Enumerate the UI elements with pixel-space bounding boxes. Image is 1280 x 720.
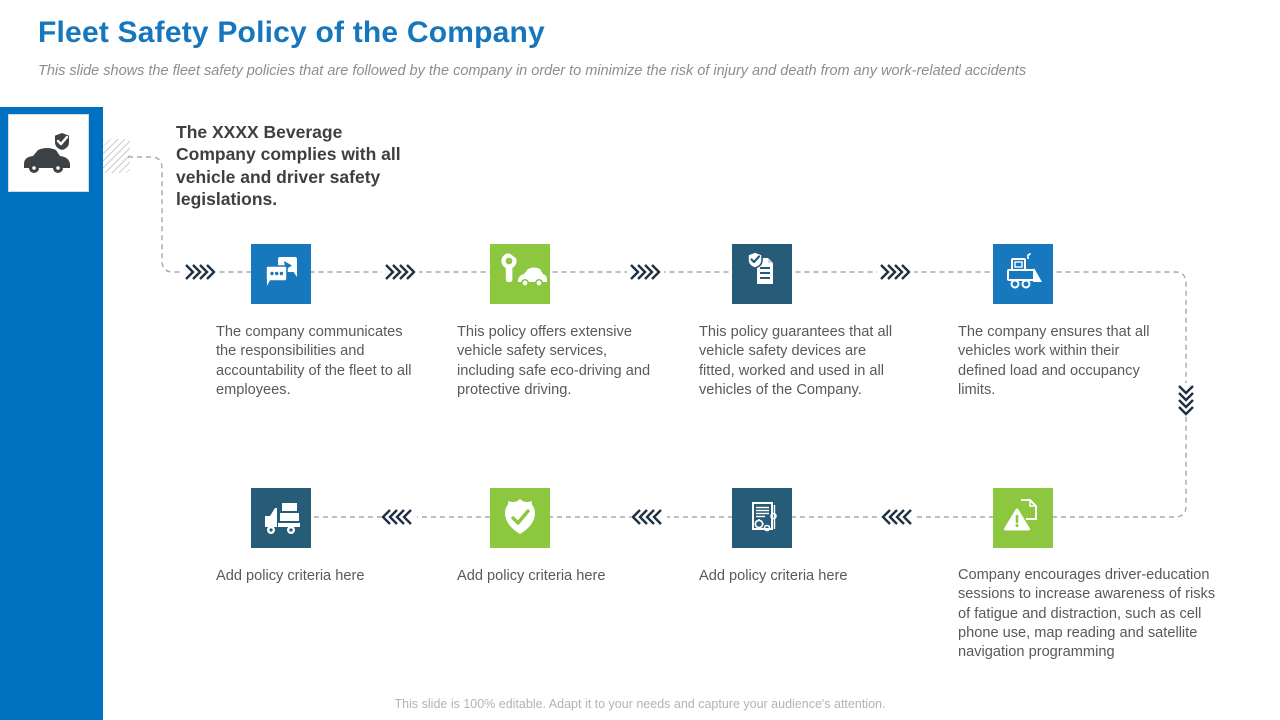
policy-tile-criteria-3 [732,488,792,548]
chevron-right-icon [185,264,216,280]
policy-text-criteria-1: Add policy criteria here [216,568,365,584]
slide-subtitle: This slide shows the fleet safety polici… [38,63,1027,79]
loader-vehicle-icon [1007,252,1042,289]
policy-text-load-limits: The company ensures that all vehicles wo… [958,324,1150,398]
document-warning-icon [1004,499,1037,531]
hatch-decoration [103,139,130,173]
policy-text-devices: This policy guarantees that all vehicle … [699,324,893,398]
shield-check-icon [505,499,535,534]
shield-document-icon [747,251,773,284]
policy-tile-criteria-2 [490,488,550,548]
policy-text-services: This policy offers extensive vehicle saf… [457,324,651,398]
editable-note: This slide is 100% editable. Adapt it to… [394,697,886,711]
policy-text-communication: The company communicates the responsibil… [216,324,412,398]
chevron-right-icon [385,264,416,280]
chevron-left-icon [881,509,912,525]
left-accent-bar [0,107,103,720]
car-shield-icon [23,130,71,173]
chevron-left-icon [631,509,662,525]
car-service-icon [501,249,547,287]
policy-tile-services [490,244,550,304]
policy-tile-load-limits [993,244,1053,304]
policy-tile-communication [251,244,311,304]
policy-text-criteria-2: Add policy criteria here [457,568,606,584]
policy-tile-criteria-1 [251,488,311,548]
chevron-right-icon [880,264,911,280]
policy-text-criteria-3: Add policy criteria here [699,568,848,584]
chevron-left-icon [381,509,412,525]
policy-text-driver-education: Company encourages driver-education sess… [958,567,1216,660]
policy-tile-devices [732,244,792,304]
chevron-right-icon [630,264,661,280]
hero-icon-box [8,114,89,192]
chat-bubbles-icon [265,257,297,286]
policy-tile-driver-education [993,488,1053,548]
delivery-truck-icon [265,503,300,534]
newspaper-gears-icon [752,502,777,532]
page-title: Fleet Safety Policy of the Company [38,16,545,49]
chevron-down-icon [1178,385,1194,416]
compliance-statement: The XXXX Beverage Company complies with … [176,122,401,210]
